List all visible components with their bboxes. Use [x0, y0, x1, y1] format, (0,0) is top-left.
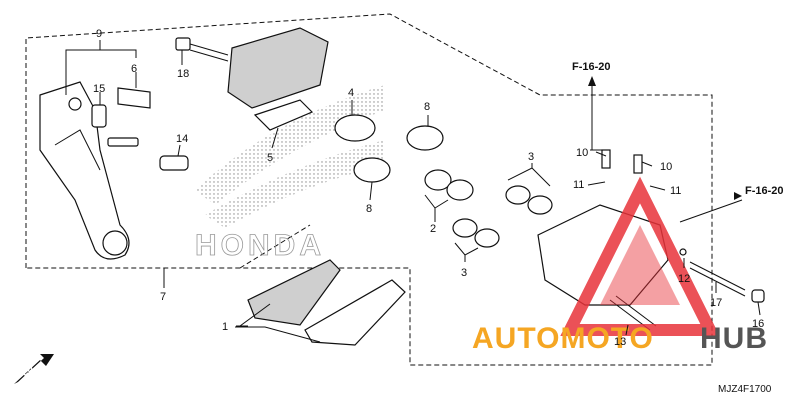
callout-8a: 8 — [424, 101, 430, 113]
pad-spring — [253, 99, 314, 131]
callout-5: 5 — [267, 152, 273, 164]
callout-6: 6 — [131, 63, 137, 75]
ref-arrow-icon-right — [734, 192, 742, 200]
callout-10b: 10 — [660, 161, 672, 173]
callout-10a: 10 — [576, 147, 588, 159]
callout-13: 13 — [614, 336, 626, 348]
watermark-logo-icon — [560, 176, 720, 336]
callout-3b: 3 — [528, 151, 534, 163]
ref-label-right: F-16-20 — [745, 185, 784, 197]
upper-brake-pad — [227, 27, 329, 109]
callout-4: 4 — [348, 87, 354, 99]
ref-label-top: F-16-20 — [572, 61, 611, 73]
callout-9: 9 — [96, 28, 102, 40]
callout-14: 14 — [176, 133, 188, 145]
callout-8b: 8 — [366, 203, 372, 215]
front-direction-arrow: FR. — [14, 354, 54, 384]
caliper-bolt — [175, 37, 229, 62]
callout-labels: 1 2 3 3 4 5 6 7 8 8 9 10 10 11 11 12 13 … — [93, 28, 764, 348]
callout-16: 16 — [752, 318, 764, 330]
brake-pads-set — [247, 259, 406, 346]
callout-17: 17 — [710, 297, 722, 309]
callout-1: 1 — [222, 321, 228, 333]
callout-7: 7 — [160, 291, 166, 303]
pad-spring-small — [117, 87, 151, 109]
brand-watermark-part-b: HUB — [700, 322, 768, 355]
bracket-pins — [91, 104, 189, 171]
callout-2: 2 — [430, 223, 436, 235]
callout-11a: 11 — [573, 179, 584, 191]
watermark-text: HONDA — [195, 229, 325, 262]
callout-3a: 3 — [461, 267, 467, 279]
callout-15: 15 — [93, 83, 105, 95]
honda-watermark: HONDA — [195, 85, 385, 262]
callout-11b: 11 — [670, 185, 681, 197]
brand-watermark-part-a: AUTOMOTO — [472, 322, 654, 355]
drawing-code: MJZ4F1700 — [718, 384, 772, 395]
piston-seals — [424, 169, 553, 248]
leader-lines — [65, 40, 761, 343]
callout-18: 18 — [177, 68, 189, 80]
callout-12: 12 — [678, 273, 690, 285]
ref-arrow-icon — [588, 76, 596, 86]
assembly-frame — [25, 13, 713, 366]
caliper-bracket — [39, 81, 130, 260]
frame-divider — [239, 224, 311, 269]
